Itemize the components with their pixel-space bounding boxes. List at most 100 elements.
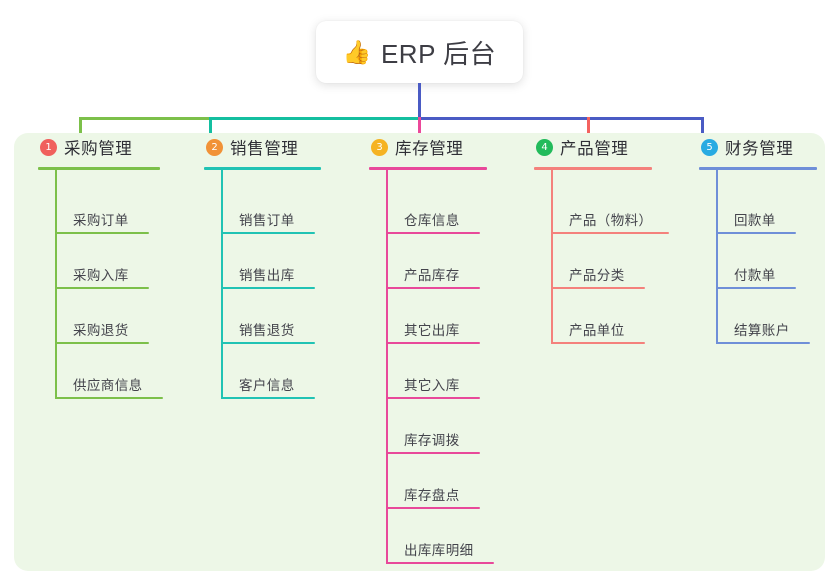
branch-leaf-item[interactable]: 采购订单 xyxy=(55,208,149,234)
branch-leaf-label: 客户信息 xyxy=(239,378,295,393)
branch-column: 2 销售管理销售订单销售出库销售退货客户信息 xyxy=(204,133,321,399)
branch-leaf-underline xyxy=(386,507,480,509)
branch-leaf-item[interactable]: 结算账户 xyxy=(716,318,810,344)
branch-header[interactable]: 1 采购管理 xyxy=(38,133,132,161)
branch-leaf-item[interactable]: 客户信息 xyxy=(221,373,315,399)
branch-header-underline xyxy=(204,167,321,170)
branch-leaf-label: 其它出库 xyxy=(404,323,460,338)
branch-leaf-underline xyxy=(55,397,163,399)
branch-leaf-underline xyxy=(551,232,669,234)
root-node-label: ERP 后台 xyxy=(380,38,497,69)
branch-leaf-item[interactable]: 销售退货 xyxy=(221,318,315,344)
branches-panel: 1 采购管理采购订单采购入库采购退货供应商信息 2 销售管理销售订单销售出库销售退货客… xyxy=(14,133,825,571)
branch-leaf-label: 采购入库 xyxy=(73,268,129,283)
branch-leaf-underline xyxy=(55,287,149,289)
branch-spine xyxy=(221,170,223,399)
branch-leaf-item[interactable]: 采购退货 xyxy=(55,318,149,344)
branch-header-underline xyxy=(534,167,652,170)
bar-segment-green xyxy=(79,117,211,120)
branch-leaf-label: 产品分类 xyxy=(569,268,625,283)
branch-leaf-item[interactable]: 付款单 xyxy=(716,263,796,289)
branch-number-badge: 2 xyxy=(206,138,223,156)
branch-leaf-item[interactable]: 销售订单 xyxy=(221,208,315,234)
branch-header[interactable]: 5 财务管理 xyxy=(699,133,793,161)
branch-leaf-label: 采购订单 xyxy=(73,213,129,228)
branch-leaf-label: 产品单位 xyxy=(569,323,625,338)
branch-title: 财务管理 xyxy=(725,140,794,158)
branch-leaf-item[interactable]: 产品单位 xyxy=(551,318,645,344)
branch-leaf-item[interactable]: 其它出库 xyxy=(386,318,480,344)
branch-number-badge: 3 xyxy=(371,138,388,156)
branch-leaf-label: 销售退货 xyxy=(239,323,295,338)
branch-leaf-underline xyxy=(386,287,480,289)
branch-header[interactable]: 2 销售管理 xyxy=(204,133,298,161)
branch-leaf-underline xyxy=(55,232,149,234)
branch-column: 3 库存管理仓库信息产品库存其它出库其它入库库存调拨库存盘点出库库明细 xyxy=(369,133,494,564)
branch-leaf-item[interactable]: 回款单 xyxy=(716,208,796,234)
bar-segment-teal xyxy=(209,117,421,120)
branch-title: 销售管理 xyxy=(230,140,299,158)
branch-leaf-label: 出库库明细 xyxy=(404,543,474,558)
branch-leaf-item[interactable]: 库存调拨 xyxy=(386,428,480,454)
branch-leaf-label: 付款单 xyxy=(734,268,776,283)
branch-leaf-label: 其它入库 xyxy=(404,378,460,393)
branch-leaf-item[interactable]: 库存盘点 xyxy=(386,483,480,509)
branch-leaf-underline xyxy=(221,232,315,234)
branch-leaf-item[interactable]: 其它入库 xyxy=(386,373,480,399)
branch-leaf-item[interactable]: 产品库存 xyxy=(386,263,480,289)
branch-leaf-item[interactable]: 产品（物料） xyxy=(551,208,669,234)
branch-leaf-label: 产品（物料） xyxy=(569,213,653,228)
branch-leaf-label: 回款单 xyxy=(734,213,776,228)
branch-number-badge: 5 xyxy=(701,138,718,156)
branch-leaf-label: 供应商信息 xyxy=(73,378,143,393)
branch-leaf-label: 产品库存 xyxy=(404,268,460,283)
branch-leaf-label: 采购退货 xyxy=(73,323,129,338)
branch-title: 库存管理 xyxy=(395,140,464,158)
branch-header-underline xyxy=(699,167,817,170)
branch-leaf-underline xyxy=(386,397,480,399)
branch-leaf-underline xyxy=(551,287,645,289)
branch-column: 5 财务管理回款单付款单结算账户 xyxy=(699,133,817,344)
branch-leaf-item[interactable]: 产品分类 xyxy=(551,263,645,289)
thumbs-up-icon: 👍 xyxy=(342,38,372,65)
branch-leaf-label: 仓库信息 xyxy=(404,213,460,228)
branch-leaf-underline xyxy=(551,342,645,344)
branch-leaf-underline xyxy=(55,342,149,344)
branch-leaf-underline xyxy=(386,562,494,564)
branch-number-badge: 1 xyxy=(40,138,57,156)
branch-leaf-label: 销售出库 xyxy=(239,268,295,283)
branch-leaf-underline xyxy=(386,232,480,234)
branch-leaf-underline xyxy=(221,287,315,289)
root-node-text: 👍 ERP 后台 xyxy=(343,34,496,71)
branch-spine xyxy=(386,170,388,564)
branch-column: 1 采购管理采购订单采购入库采购退货供应商信息 xyxy=(38,133,163,399)
branch-leaf-underline xyxy=(221,397,315,399)
branch-leaf-item[interactable]: 供应商信息 xyxy=(55,373,163,399)
branch-leaf-item[interactable]: 采购入库 xyxy=(55,263,149,289)
branch-spine xyxy=(551,170,553,344)
root-node-card[interactable]: 👍 ERP 后台 xyxy=(316,21,523,83)
branch-leaf-label: 结算账户 xyxy=(734,323,790,338)
branch-header-underline xyxy=(369,167,487,170)
branch-leaf-label: 销售订单 xyxy=(239,213,295,228)
branch-title: 采购管理 xyxy=(64,140,133,158)
branch-leaf-label: 库存盘点 xyxy=(404,488,460,503)
branch-leaf-underline xyxy=(221,342,315,344)
branch-leaf-item[interactable]: 销售出库 xyxy=(221,263,315,289)
branch-leaf-underline xyxy=(386,452,480,454)
branch-leaf-underline xyxy=(716,232,796,234)
branch-leaf-underline xyxy=(386,342,480,344)
branch-spine xyxy=(716,170,718,344)
trunk-vertical-connector xyxy=(418,83,421,117)
branch-header[interactable]: 3 库存管理 xyxy=(369,133,463,161)
branch-spine xyxy=(55,170,57,399)
bar-segment-blue xyxy=(418,117,704,120)
branch-leaf-item[interactable]: 仓库信息 xyxy=(386,208,480,234)
branch-leaf-underline xyxy=(716,287,796,289)
branch-header-underline xyxy=(38,167,160,170)
branch-leaf-label: 库存调拨 xyxy=(404,433,460,448)
branch-leaf-item[interactable]: 出库库明细 xyxy=(386,538,494,564)
